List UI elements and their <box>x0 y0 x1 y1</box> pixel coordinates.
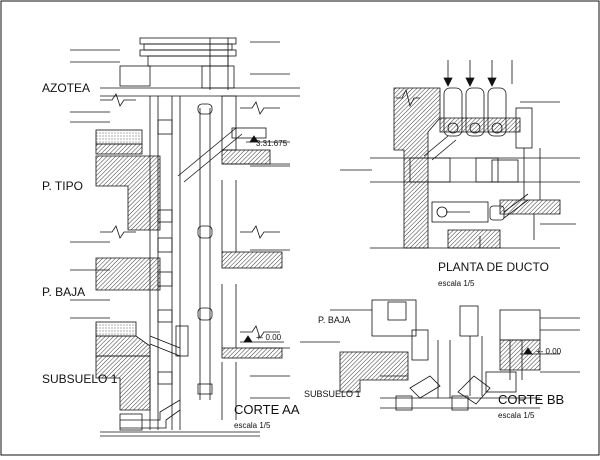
level-value-ground-bb: +- 0.00 <box>536 347 562 356</box>
drawing-title-planta-ducto: PLANTA DE DUCTO <box>438 260 549 274</box>
drawing-scale-corte-aa: escala 1/5 <box>234 421 271 430</box>
section-aa-drawing <box>70 37 300 437</box>
level-label-subsuelo-left: SUBSUELO 1 <box>42 372 118 386</box>
duct-plan-drawing <box>340 60 580 249</box>
level-label-subsuelo-right: SUBSUELO 1 <box>304 389 361 399</box>
level-label-azotea: AZOTEA <box>42 81 90 95</box>
level-label-p-baja-right: P. BAJA <box>318 315 350 325</box>
drawing-title-corte-aa: CORTE AA <box>234 402 300 417</box>
level-value-ground-aa: +- 0.00 <box>256 333 282 342</box>
level-value-roof: 3.31.675 <box>256 139 288 148</box>
level-label-p-baja-left: P. BAJA <box>42 285 85 299</box>
level-label-p-tipo: P. TIPO <box>42 179 83 193</box>
drawing-scale-corte-bb: escala 1/5 <box>498 411 535 420</box>
drawing-title-corte-bb: CORTE BB <box>498 392 564 407</box>
section-bb-drawing <box>300 299 580 411</box>
drawing-scale-planta-ducto: escala 1/5 <box>438 279 475 288</box>
